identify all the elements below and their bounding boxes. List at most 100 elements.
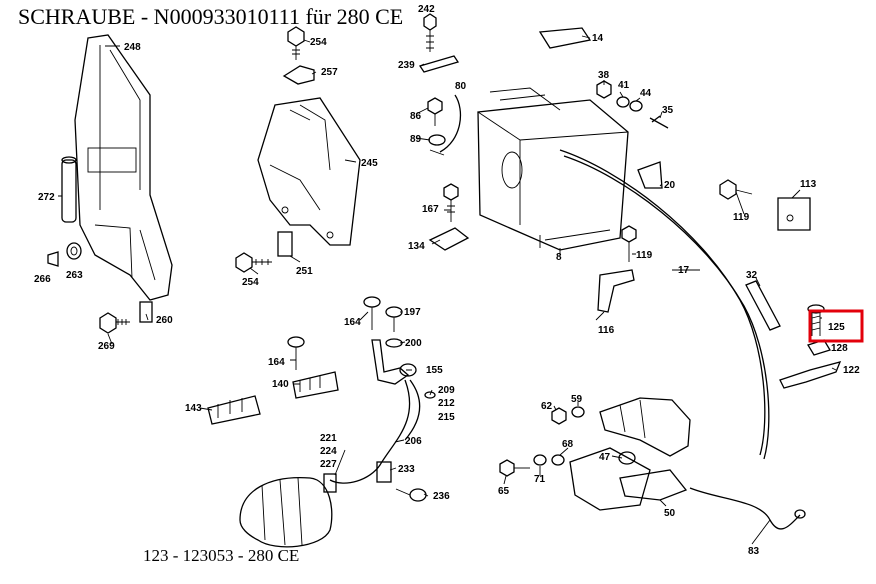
label-200[interactable]: 200: [405, 338, 422, 349]
nut-62[interactable]: [551, 407, 567, 425]
label-113[interactable]: 113: [800, 179, 817, 190]
holder-134[interactable]: [428, 227, 470, 251]
screw-35[interactable]: [649, 115, 669, 129]
label-257[interactable]: 257: [321, 67, 338, 78]
screw-119-right[interactable]: [719, 179, 753, 200]
label-197[interactable]: 197: [404, 307, 421, 318]
label-17[interactable]: 17: [678, 265, 690, 276]
label-38[interactable]: 38: [598, 70, 610, 81]
screw-167[interactable]: [443, 183, 459, 222]
screw-164-mid[interactable]: [287, 336, 305, 370]
washer-200[interactable]: [385, 338, 403, 348]
washer-71[interactable]: [533, 454, 547, 466]
cable-end-122[interactable]: [779, 361, 842, 389]
bracket-239[interactable]: [418, 55, 460, 73]
label-215[interactable]: 215: [438, 412, 455, 423]
label-209[interactable]: 209: [438, 385, 455, 396]
hose-32[interactable]: [745, 280, 781, 331]
screw-236[interactable]: [395, 488, 427, 502]
label-206[interactable]: 206: [405, 436, 422, 447]
screw-119-middle[interactable]: [621, 225, 637, 262]
label-266[interactable]: 266: [34, 274, 51, 285]
label-260[interactable]: 260: [156, 315, 173, 326]
label-236[interactable]: 236: [433, 491, 450, 502]
plug-266[interactable]: [47, 251, 59, 267]
label-35[interactable]: 35: [662, 105, 674, 116]
label-242[interactable]: 242: [418, 4, 435, 15]
washer-41[interactable]: [616, 96, 630, 108]
label-8[interactable]: 8: [556, 252, 562, 263]
label-50[interactable]: 50: [664, 508, 676, 519]
label-14[interactable]: 14: [592, 33, 604, 44]
label-254-lower[interactable]: 254: [242, 277, 259, 288]
clip-257[interactable]: [282, 65, 315, 85]
label-164-top[interactable]: 164: [344, 317, 361, 328]
label-80[interactable]: 80: [455, 81, 467, 92]
grommet-263[interactable]: [66, 242, 82, 260]
cover-14[interactable]: [538, 27, 592, 49]
screw-197[interactable]: [385, 306, 403, 332]
label-254-top[interactable]: 254: [310, 37, 327, 48]
screw-269[interactable]: [99, 312, 130, 334]
label-125[interactable]: 125: [828, 322, 845, 333]
housing-panel-248[interactable]: [74, 34, 173, 301]
clip-233[interactable]: [376, 461, 392, 483]
label-248[interactable]: 248: [124, 42, 141, 53]
clip-20[interactable]: [637, 161, 663, 189]
label-71[interactable]: 71: [534, 474, 546, 485]
bracket-116[interactable]: [597, 269, 635, 313]
tube-272[interactable]: [61, 156, 77, 223]
label-41[interactable]: 41: [618, 80, 630, 91]
starter-cable-47[interactable]: [599, 397, 691, 457]
label-227[interactable]: 227: [320, 459, 337, 470]
cable-holder-143[interactable]: [207, 395, 261, 425]
label-269[interactable]: 269: [98, 341, 115, 352]
label-62[interactable]: 62: [541, 401, 553, 412]
motor-50[interactable]: [569, 447, 688, 511]
ground-cable-83[interactable]: [689, 487, 806, 530]
label-263[interactable]: 263: [66, 270, 83, 281]
label-86[interactable]: 86: [410, 111, 422, 122]
label-119-right[interactable]: 119: [733, 212, 750, 223]
screw-254-top[interactable]: [287, 26, 305, 60]
washer-68[interactable]: [551, 454, 565, 466]
label-233[interactable]: 233: [398, 464, 415, 475]
horn-221[interactable]: [239, 473, 337, 548]
washer-44[interactable]: [629, 100, 643, 112]
label-122[interactable]: 122: [843, 365, 860, 376]
clip-260[interactable]: [139, 301, 153, 323]
label-128[interactable]: 128: [831, 343, 848, 354]
bracket-113[interactable]: [777, 197, 811, 231]
label-47[interactable]: 47: [599, 452, 611, 463]
label-119-middle[interactable]: 119: [636, 250, 653, 261]
screw-164-top[interactable]: [363, 296, 381, 330]
label-272[interactable]: 272: [38, 192, 55, 203]
label-32[interactable]: 32: [746, 270, 758, 281]
screw-65[interactable]: [499, 459, 530, 477]
label-239[interactable]: 239: [398, 60, 415, 71]
label-167[interactable]: 167: [422, 204, 439, 215]
cable-17[interactable]: [559, 149, 770, 460]
plug-209[interactable]: [424, 391, 436, 399]
label-59[interactable]: 59: [571, 394, 583, 405]
label-155[interactable]: 155: [426, 365, 443, 376]
clip-251[interactable]: [277, 231, 293, 257]
label-251[interactable]: 251: [296, 266, 313, 277]
label-143[interactable]: 143: [185, 403, 202, 414]
label-20[interactable]: 20: [664, 180, 676, 191]
label-164-mid[interactable]: 164: [268, 357, 285, 368]
shield-245[interactable]: [257, 97, 361, 246]
battery-8[interactable]: [477, 87, 629, 251]
screw-86[interactable]: [427, 97, 443, 126]
label-224[interactable]: 224: [320, 446, 337, 457]
washer-59[interactable]: [571, 406, 585, 418]
label-83[interactable]: 83: [748, 546, 760, 557]
label-44[interactable]: 44: [640, 88, 652, 99]
label-89[interactable]: 89: [410, 134, 422, 145]
connector-155[interactable]: [371, 339, 417, 385]
label-212[interactable]: 212: [438, 398, 455, 409]
label-221[interactable]: 221: [320, 433, 337, 444]
label-134[interactable]: 134: [408, 241, 425, 252]
label-65[interactable]: 65: [498, 486, 510, 497]
screw-242[interactable]: [423, 13, 437, 52]
